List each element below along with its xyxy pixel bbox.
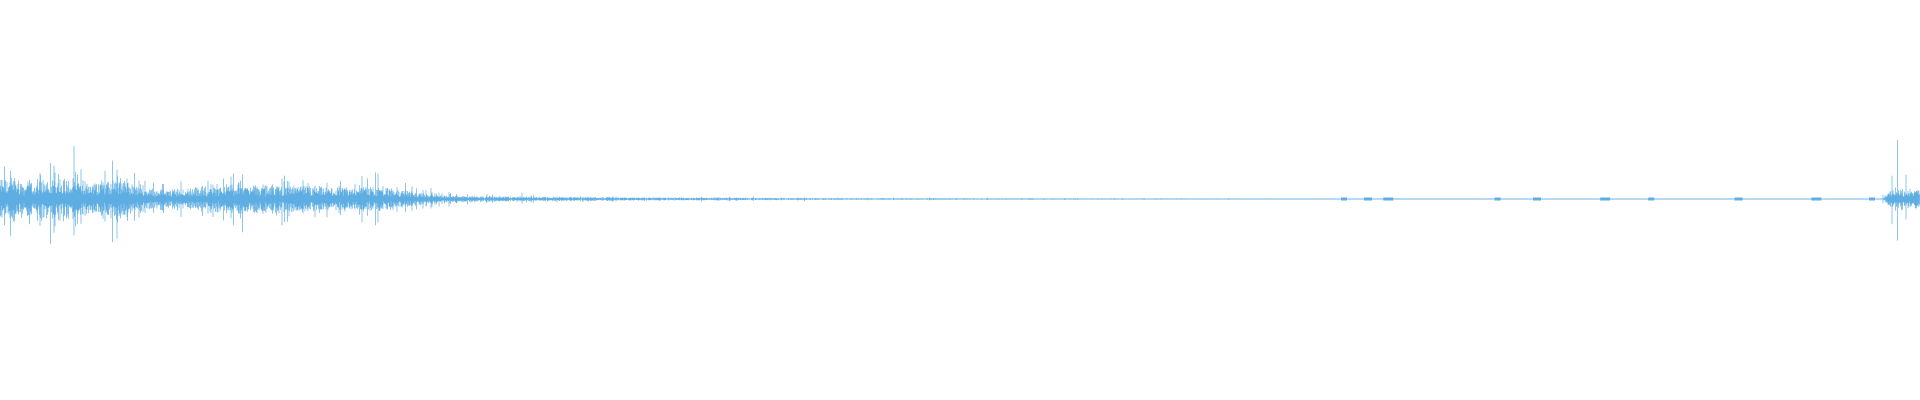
waveform-blip bbox=[1811, 197, 1822, 201]
waveform-blip bbox=[1734, 197, 1743, 201]
waveform-samples bbox=[0, 140, 1920, 245]
waveform-blip bbox=[1648, 197, 1655, 201]
waveform-blip bbox=[1341, 197, 1347, 201]
waveform-blip bbox=[1383, 197, 1394, 201]
waveform-blip bbox=[1494, 197, 1501, 201]
waveform-blip bbox=[1600, 197, 1611, 201]
waveform-blip bbox=[1533, 197, 1541, 201]
waveform-blip bbox=[1869, 197, 1875, 201]
waveform-blip bbox=[1364, 197, 1373, 201]
